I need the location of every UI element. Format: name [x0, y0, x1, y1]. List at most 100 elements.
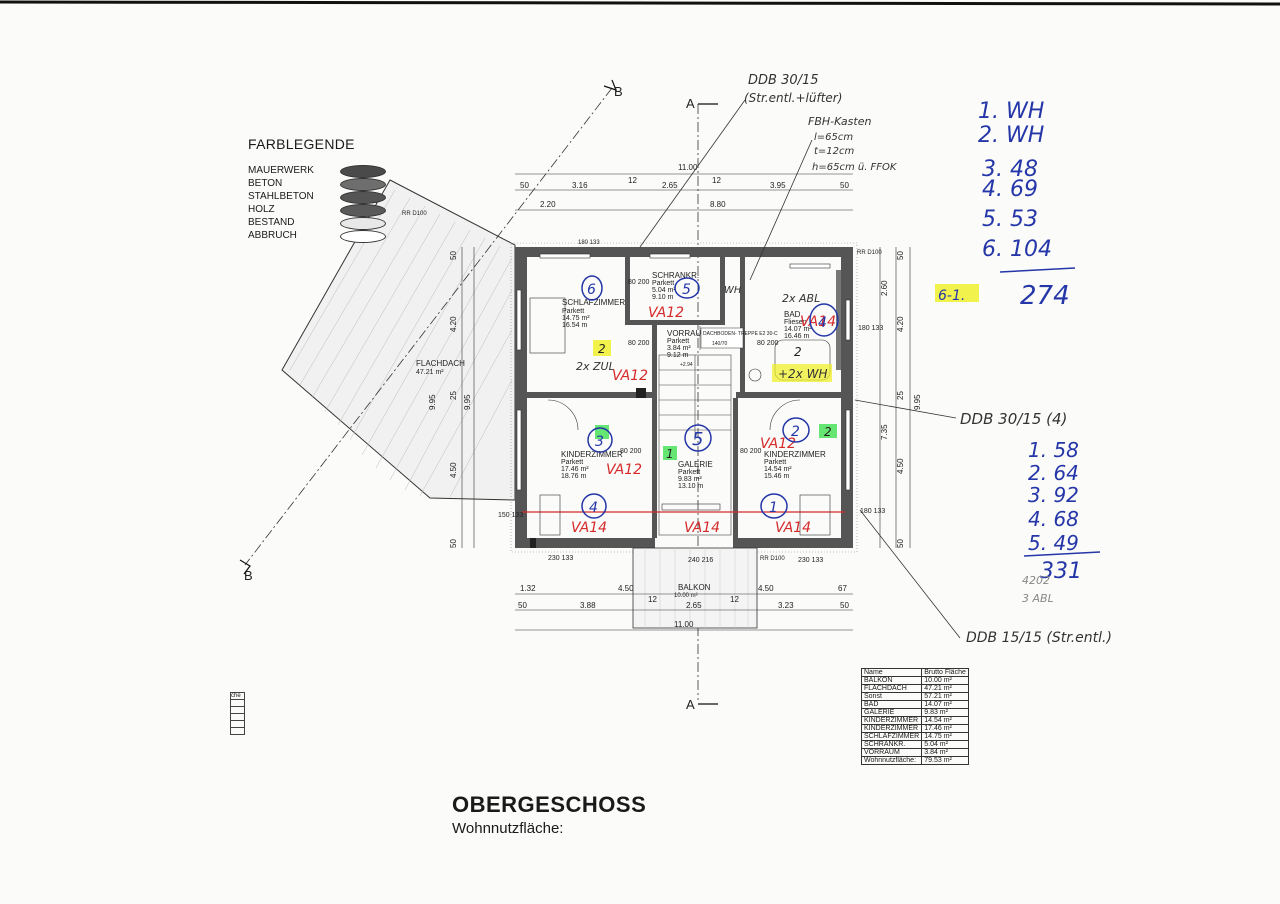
- note-2xzul: 2x ZUL: [576, 360, 615, 373]
- table-cell: 57.21 m²: [921, 692, 969, 701]
- table-row: Wohnnutzfläche:79.53 m²: [860, 756, 969, 765]
- legend-label: STAHLBETON: [248, 191, 314, 202]
- note-fbh-2: t=12cm: [814, 146, 855, 157]
- door-size-4: 80 200: [740, 448, 762, 455]
- schrankr-area: 5.04 m²: [652, 287, 676, 294]
- bad-name: BAD: [784, 310, 801, 319]
- schrankr-floor: Parkett: [652, 280, 674, 287]
- truncated-table: che: [230, 692, 245, 735]
- dim-right-3: 25: [896, 391, 905, 400]
- vorraum-area: 3.84 m²: [667, 345, 691, 352]
- va-label-1: VA12: [648, 305, 684, 321]
- note-4202: 4202: [1022, 574, 1050, 587]
- circle-num-4: 5: [692, 429, 703, 450]
- sum-mid: 331: [1040, 559, 1082, 584]
- dim-right-0: 50: [896, 251, 905, 260]
- circle-num-6: 4: [589, 500, 598, 516]
- circle-num-1: 5: [682, 282, 691, 298]
- va-label-8: VA14: [775, 520, 811, 536]
- dim-left-1: 4.20: [449, 316, 458, 332]
- section-line-b: B B: [239, 79, 623, 583]
- legend-label: ABBRUCH: [248, 230, 297, 241]
- dim-right-2: 4.20: [896, 316, 905, 332]
- table-header-cell: Name: [860, 668, 923, 677]
- legend-row: ABBRUCH: [248, 229, 388, 243]
- table-cell: che: [230, 692, 245, 700]
- vorraum-perimeter: 9.12 m: [667, 352, 689, 359]
- section-b-top: B: [614, 84, 623, 99]
- galerie-floor: Parkett: [678, 469, 700, 476]
- vertical-dimension-labels: 50 4.20 25 4.50 50 9.95 9.95 50 2.60 4.2…: [428, 251, 922, 548]
- dachboden-size: 140/70: [712, 341, 728, 347]
- dim-bot1-1: 4.50: [618, 584, 634, 593]
- flat-roof: FLACHDACH 47.21 m²: [281, 179, 516, 501]
- note-six-one: 6-1.: [938, 288, 965, 304]
- table-row: [230, 713, 245, 721]
- dachboden-name: DACHBODEN- TREPPE E2 30-C: [703, 331, 778, 337]
- table-cell: BAD: [860, 700, 923, 709]
- mark-2: 1: [666, 447, 674, 461]
- list-mid-4: 5. 49: [1028, 531, 1079, 555]
- dim-left-4: 50: [449, 539, 458, 548]
- list-top-0: 1. WH: [978, 99, 1044, 124]
- table-cell: 14.75 m²: [921, 732, 969, 741]
- kinderzimmer-left-perimeter: 18.76 m: [561, 473, 586, 480]
- door-size-2: 80 200: [757, 340, 779, 347]
- door-size-1: 80 200: [628, 340, 650, 347]
- table-cell: [230, 706, 245, 714]
- table-cell: 14.54 m²: [921, 716, 969, 725]
- legend-label: HOLZ: [248, 204, 275, 215]
- va-label-2: VA12: [612, 368, 648, 384]
- legend-row: BESTAND: [248, 216, 388, 230]
- list-mid-2: 3. 92: [1028, 483, 1079, 507]
- bad-floor: Fliesen: [784, 319, 807, 326]
- galerie-area: 9.83 m²: [678, 476, 702, 483]
- va-label-3: VA14: [800, 314, 836, 330]
- table-cell: 17.46 m²: [921, 724, 969, 733]
- table-cell: VORRAUM: [860, 748, 923, 757]
- note-plus-2xwh: +2x WH: [778, 367, 828, 381]
- dim-top-3: 2.65: [662, 181, 678, 190]
- dim-left-2: 25: [449, 391, 458, 400]
- circle-num-0: 6: [587, 282, 596, 298]
- table-cell: FLACHDACH: [860, 684, 923, 693]
- flachdach-area: 47.21 m²: [416, 369, 444, 376]
- legend-row: BETON: [248, 177, 388, 191]
- list-top-3: 4. 69: [982, 177, 1038, 202]
- schrankr-perimeter: 9.10 m: [652, 294, 674, 301]
- table-cell: KINDERZIMMER: [860, 724, 923, 733]
- va-label-6: VA14: [571, 520, 607, 536]
- dim-right-total: 9.95: [913, 394, 922, 410]
- table-cell: [230, 720, 245, 728]
- note-fbh-3: h=65cm ü. FFOK: [812, 162, 898, 173]
- highlights: [593, 284, 979, 460]
- mark-1: 2: [824, 425, 832, 439]
- note-ddb-bottom: DDB 15/15 (Str.entl.): [966, 630, 1112, 646]
- circle-num-7: 1: [769, 500, 778, 516]
- table-cell: 14.07 m²: [921, 700, 969, 709]
- dim-bot-2: 12: [648, 595, 657, 604]
- list-top-1: 2. WH: [978, 123, 1044, 148]
- legend-row: STAHLBETON: [248, 190, 388, 204]
- dim-left-0: 50: [449, 251, 458, 260]
- circle-num-5: 2: [791, 424, 800, 440]
- dim-left-total: 9.95: [463, 394, 472, 410]
- table-cell: 5.04 m²: [921, 740, 969, 749]
- kinderzimmer-right-area: 14.54 m²: [764, 466, 792, 473]
- dim-bot-3: 2.65: [686, 601, 702, 610]
- dim-top-5: 3.95: [770, 181, 786, 190]
- note-wh: WH: [724, 285, 742, 296]
- dim-240-216: 240 216: [688, 557, 713, 564]
- table-cell: [230, 699, 245, 707]
- rr-d100-tr: RR D100: [857, 250, 882, 256]
- schlafzimmer-floor: Parkett: [562, 308, 584, 315]
- furniture: [529, 297, 831, 536]
